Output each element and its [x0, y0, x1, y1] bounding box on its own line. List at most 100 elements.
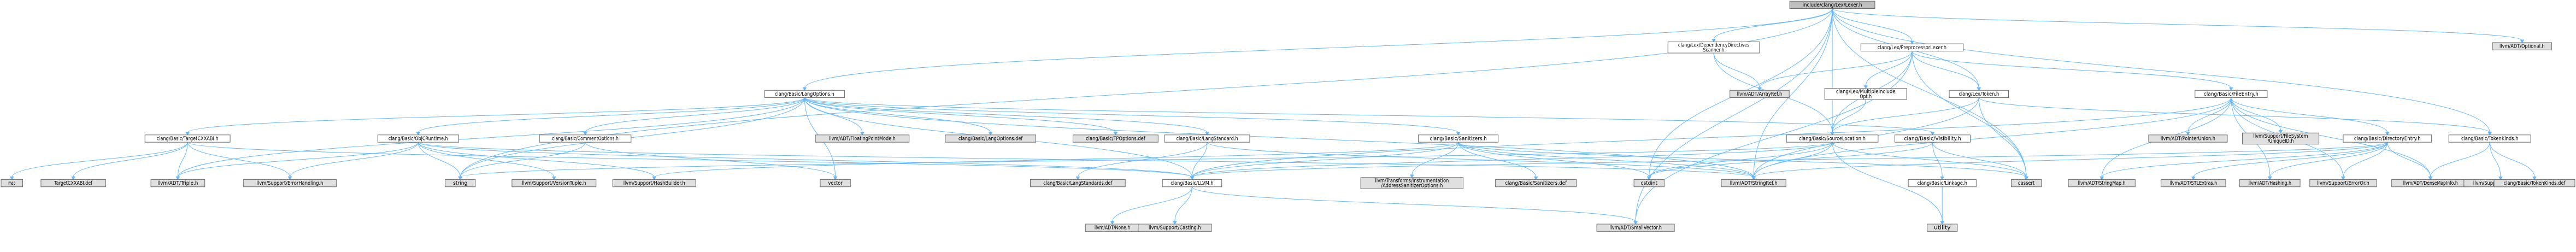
node-box [1360, 177, 1464, 189]
node-CommentOptions_h[interactable]: clang/Basic/CommentOptions.h [539, 134, 632, 143]
node-label: cstdint [1641, 180, 1658, 186]
edge-TargetCXXABI_h-to-ErrorHandling_h [187, 142, 291, 178]
edge-arrowhead [1113, 132, 1118, 136]
edge-arrowhead [2267, 176, 2272, 180]
node-FileEntry_h[interactable]: clang/Basic/FileEntry.h [2195, 90, 2268, 98]
edge-LangOptions_h-to-LangStandard_h [804, 97, 1208, 133]
nodes-layer: include/clang/Lex/Lexer.h clang/Basic/Lan… [1, 1, 2575, 232]
node-label: TargetCXXABI.def [54, 180, 93, 186]
node-box [150, 179, 205, 187]
node-ObjCRuntime_h[interactable]: clang/Basic/ObjCRuntime.h [377, 134, 459, 143]
node-box [511, 179, 597, 187]
node-vector: vector [820, 179, 851, 187]
node-Visibility_h[interactable]: clang/Basic/Visibility.h [1894, 134, 1971, 143]
node-box [1860, 43, 1964, 51]
node-label: llvm/ADT/ArrayRef.h [1737, 91, 1783, 97]
edge-PPLexer_h-to-Token_h [1912, 51, 1979, 89]
node-root[interactable]: include/clang/Lex/Lexer.h [1789, 1, 1875, 9]
edge-arrowhead [175, 176, 180, 180]
edge-Sanitizers_h-to-cstdint [1458, 142, 1650, 178]
edge-root-to-PPLexer_h [1832, 8, 1913, 42]
node-TargetCXXABI_def: TargetCXXABI.def [40, 179, 106, 187]
edge-arrowhead [1863, 85, 1868, 89]
edge-arrowhead [1712, 39, 1716, 43]
edge-arrowhead [860, 132, 864, 136]
edge-LangOptions_h-to-string [460, 97, 805, 178]
edge-FileEntry_h-to-PointerUnion_h [2187, 97, 2232, 133]
node-label: llvm/ADT/PointerUnion.h [2161, 136, 2215, 142]
edge-arrowhead [9, 176, 14, 180]
node-SmallVector_h: llvm/ADT/SmallVector.h [1596, 224, 1675, 232]
node-box [1633, 179, 1665, 187]
edge-LangOptions_h-to-Sanitizers_h [804, 97, 1459, 133]
node-label: vector [828, 180, 843, 186]
edge-arrowhead [1646, 176, 1651, 180]
edge-Sanitizers_h-to-HashBuilder_h [654, 142, 1459, 178]
edge-LangOptions_h-to-Triple_h [177, 97, 805, 178]
edge-TokenKinds_h-to-DenseMapInfo_h [2430, 142, 2490, 178]
node-label: Opt.h [1860, 93, 1872, 99]
node-Linkage_h[interactable]: clang/Basic/Linkage.h [1908, 179, 1977, 187]
node-VersionTuple_h: llvm/Support/VersionTuple.h [511, 179, 597, 187]
edge-TargetCXXABI_h-to-LLVM_h [187, 142, 1192, 178]
node-label: llvm/Support/FileSystem [2254, 133, 2308, 139]
edge-TargetCXXABI_h-to-map [11, 142, 188, 178]
edge-root-to-LangOptions_h [804, 8, 1833, 89]
edge-arrowhead [2532, 176, 2537, 180]
edge-arrowhead [2487, 132, 2492, 136]
edge-arrowhead [185, 132, 190, 136]
node-box [1495, 179, 1577, 187]
edge-arrowhead [2498, 176, 2503, 180]
node-label: llvm/Support/ErrorOr.h [2317, 180, 2369, 186]
node-box [1721, 179, 1786, 187]
edge-TargetCXXABI_h-to-TargetCXXABI_def [73, 142, 188, 178]
node-AddressSanitizerOptions_h: llvm/Transforms/Instrumentation/AddressS… [1360, 177, 1464, 189]
edge-arrowhead [1456, 132, 1461, 136]
node-TokenKinds_h[interactable]: clang/Basic/TokenKinds.h [2448, 134, 2531, 143]
node-box [2010, 179, 2042, 187]
node-label: llvm/Support/VersionTuple.h [522, 180, 586, 186]
edge-arrowhead [1075, 176, 1080, 180]
edge-arrowhead [833, 176, 838, 180]
node-LLVM_h[interactable]: clang/Basic/LLVM.h [1162, 179, 1222, 187]
node-TargetCXXABI_h[interactable]: clang/Basic/TargetCXXABI.h [144, 134, 231, 143]
edge-DirectoryEntry_h-to-DenseMapInfo_h [2387, 142, 2431, 178]
node-cassert: cassert [2010, 179, 2042, 187]
edge-DirectoryEntry_h-to-STLExtras_h [2193, 142, 2388, 178]
node-LangOptions_h[interactable]: clang/Basic/LangOptions.h [764, 90, 845, 98]
node-box [2161, 179, 2226, 187]
node-SourceLocation_h[interactable]: clang/Basic/SourceLocation.h [1786, 134, 1879, 143]
node-Sanitizers_def: clang/Basic/Sanitizers.def [1495, 179, 1577, 187]
edge-arrowhead [2191, 176, 2196, 180]
node-LangStandard_h[interactable]: clang/Basic/LangStandard.h [1164, 134, 1250, 143]
node-STLExtras_h: llvm/ADT/STLExtras.h [2161, 179, 2226, 187]
node-label: clang/Basic/DirectoryEntry.h [2354, 136, 2421, 142]
node-box [815, 134, 910, 143]
node-label: clang/Lex/PreprocessorLexer.h [1878, 45, 1946, 51]
edge-Token_h-to-cassert [1978, 97, 2027, 178]
node-label: clang/Lex/Token.h [1959, 91, 1999, 97]
node-Token_h[interactable]: clang/Lex/Token.h [1949, 90, 2009, 98]
node-label: llvm/Transforms/Instrumentation [1375, 178, 1449, 184]
edge-arrowhead [1533, 176, 1538, 180]
node-ArrayRef_h: llvm/ADT/ArrayRef.h [1730, 90, 1790, 98]
node-PPLexer_h[interactable]: clang/Lex/PreprocessorLexer.h [1860, 43, 1964, 51]
edge-DirectoryEntry_h-to-ErrorOr_h [2343, 142, 2388, 178]
node-DirectoryEntry_h[interactable]: clang/Basic/DirectoryEntry.h [2343, 134, 2432, 143]
node-box [1, 179, 23, 187]
node-box [1418, 134, 1499, 143]
node-DenseMapInfo_h: llvm/ADT/DenseMapInfo.h [2391, 179, 2470, 187]
edge-TargetCXXABI_h-to-Triple_h [177, 142, 188, 178]
edge-Sanitizers_h-to-Sanitizers_def [1458, 142, 1537, 178]
edge-TokenKinds_h-to-Compiler_h [2489, 142, 2501, 178]
node-label: llvm/ADT/None.h [1095, 225, 1130, 231]
node-label: llvm/ADT/Optional.h [2499, 44, 2545, 50]
node-label: /AddressSanitizerOptions.h [1381, 183, 1443, 189]
node-label: string [453, 180, 467, 186]
node-Sanitizers_h[interactable]: clang/Basic/Sanitizers.h [1418, 134, 1499, 143]
edge-SourceLocation_h-to-cstdint [1649, 142, 1833, 178]
edge-arrowhead [1977, 87, 1981, 91]
